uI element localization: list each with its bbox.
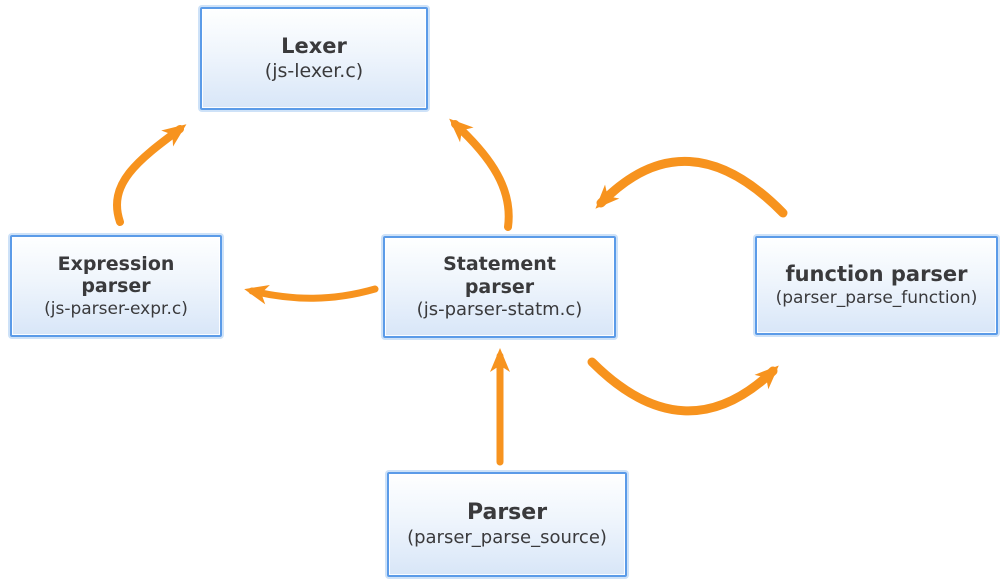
node-statement-parser: Statement parser (js-parser-statm.c) [383, 236, 616, 338]
node-lexer-title: Lexer [281, 34, 347, 59]
arrow-expression-parser-to-lexer [113, 124, 187, 226]
arrow-function-parser-to-statement-parser [595, 157, 788, 218]
arrow-statement-parser-to-lexer [449, 118, 513, 231]
node-lexer-subtitle: (js-lexer.c) [264, 59, 364, 82]
node-lexer: Lexer (js-lexer.c) [200, 7, 428, 110]
node-parser-subtitle: (parser_parse_source) [407, 527, 607, 549]
node-function-parser-title: function parser [785, 262, 968, 287]
arrow-statement-parser-to-expression-parser [244, 284, 379, 305]
node-statement-parser-title: Statement parser [443, 253, 556, 298]
node-expression-parser-title: Expression parser [57, 252, 175, 298]
node-function-parser-subtitle: (parser_parse_function) [775, 288, 978, 309]
arrow-statement-parser-to-function-parser [587, 357, 779, 416]
node-expression-parser-subtitle: (js-parser-expr.c) [44, 298, 188, 319]
node-statement-parser-subtitle: (js-parser-statm.c) [416, 299, 583, 321]
node-function-parser: function parser (parser_parse_function) [755, 236, 998, 335]
node-parser: Parser (parser_parse_source) [387, 472, 627, 577]
node-expression-parser: Expression parser (js-parser-expr.c) [10, 235, 222, 337]
node-parser-title: Parser [466, 500, 548, 526]
